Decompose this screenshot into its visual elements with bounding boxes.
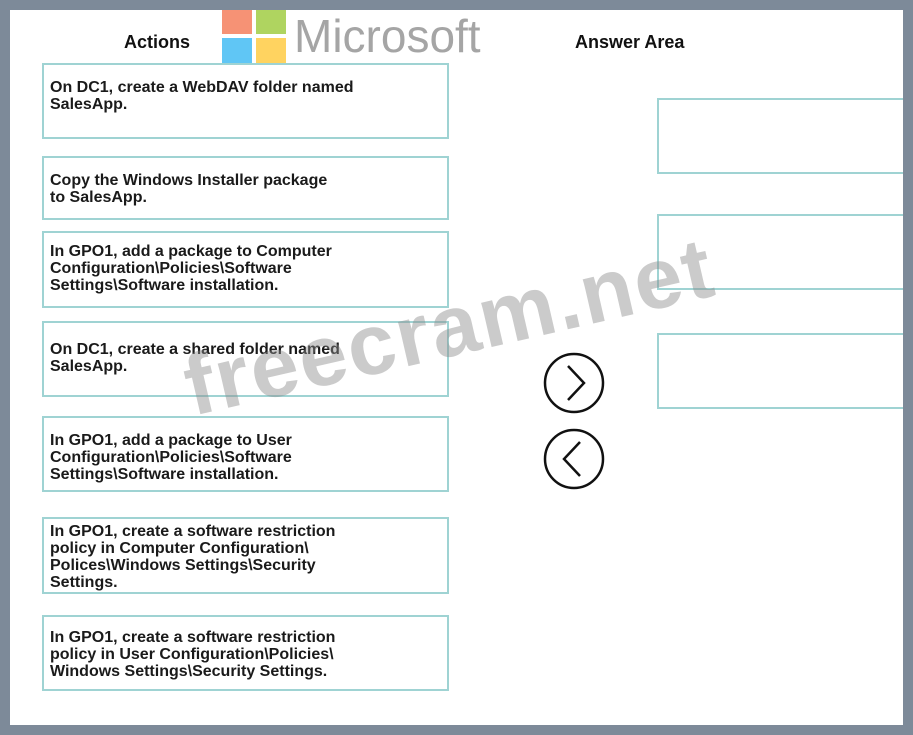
chevron-right-icon xyxy=(543,352,605,414)
answer-slot-2[interactable] xyxy=(657,214,903,290)
action-item-copy-installer[interactable]: Copy the Windows Installer package to Sa… xyxy=(42,156,449,220)
move-left-button[interactable] xyxy=(543,428,605,490)
action-item-computer-restriction[interactable]: In GPO1, create a software restriction p… xyxy=(42,517,449,594)
answer-slot-1[interactable] xyxy=(657,98,903,174)
answer-area-header: Answer Area xyxy=(575,32,685,52)
microsoft-logo-text: Microsoft xyxy=(294,10,481,62)
action-item-computer-package[interactable]: In GPO1, add a package to Computer Confi… xyxy=(42,231,449,308)
microsoft-logo: Microsoft xyxy=(222,10,481,68)
action-item-user-package[interactable]: In GPO1, add a package to User Configura… xyxy=(42,416,449,492)
answer-slot-3[interactable] xyxy=(657,333,903,409)
action-item-user-restriction[interactable]: In GPO1, create a software restriction p… xyxy=(42,615,449,691)
action-item-webdav-folder[interactable]: On DC1, create a WebDAV folder named Sal… xyxy=(42,63,449,139)
logo-square-red xyxy=(222,10,252,34)
chevron-left-icon xyxy=(543,428,605,490)
action-item-shared-folder[interactable]: On DC1, create a shared folder named Sal… xyxy=(42,321,449,397)
logo-square-green xyxy=(256,10,286,34)
actions-header: Actions xyxy=(124,32,191,52)
move-right-button[interactable] xyxy=(543,352,605,414)
exam-question-frame: Microsoft Actions Answer Area On DC1, cr… xyxy=(10,10,903,725)
microsoft-logo-grid xyxy=(222,10,286,68)
